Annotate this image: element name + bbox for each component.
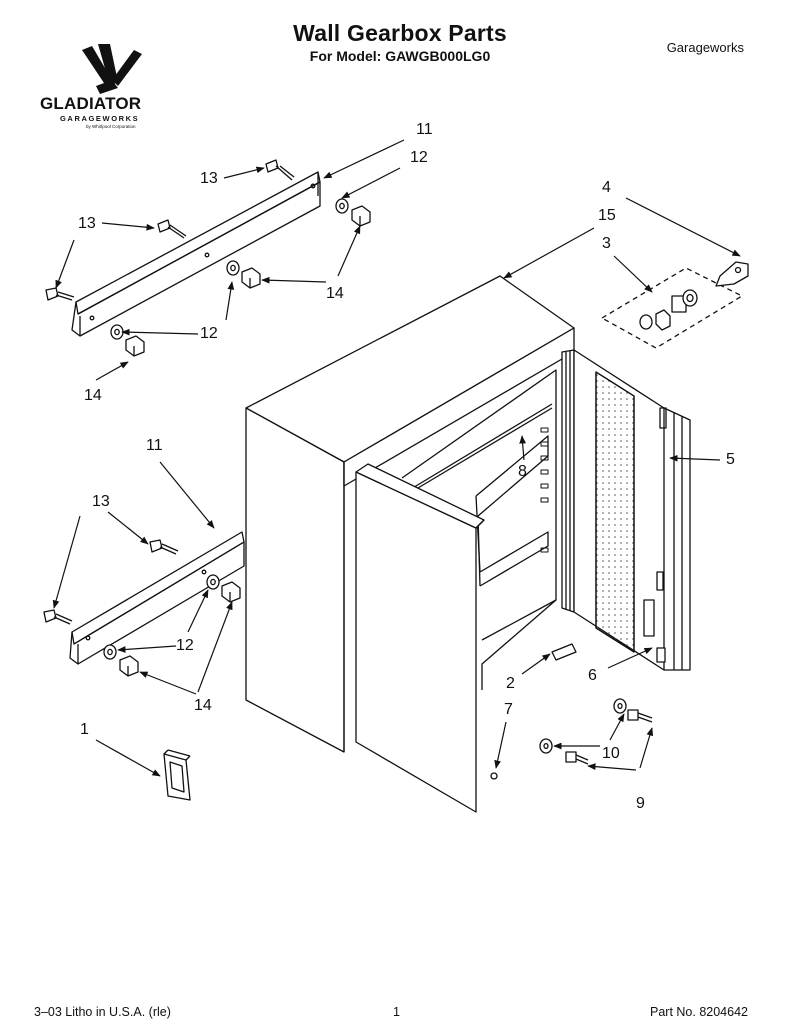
callout-2: 2 — [506, 675, 515, 692]
model-subtitle: For Model: GAWGB000LG0 — [309, 48, 491, 64]
callout-14: 14 — [84, 387, 102, 404]
callout-9: 9 — [636, 795, 645, 812]
callout-4: 4 — [602, 179, 611, 196]
nut-icon — [125, 335, 145, 357]
callout-10: 10 — [602, 745, 620, 762]
left-door — [355, 463, 485, 813]
nut-icon — [351, 205, 371, 227]
footer-litho: 3–03 Litho in U.S.A. (rle) — [34, 1005, 171, 1019]
right-door — [561, 349, 691, 671]
washer-icon — [110, 324, 124, 340]
nut-icon — [221, 581, 241, 603]
page-title: Wall Gearbox Parts — [293, 20, 507, 46]
callout-11: 11 — [416, 121, 433, 138]
callout-3: 3 — [602, 235, 611, 252]
washer-icon — [206, 574, 220, 590]
brand-label: Garageworks — [666, 40, 744, 55]
washer-icon — [103, 644, 117, 660]
lower-mounting-rail — [69, 531, 245, 665]
callout-13: 13 — [92, 493, 110, 510]
callout-1: 1 — [80, 721, 89, 738]
logo-corporate: by Whirlpool Corporation — [86, 124, 136, 129]
callout-11: 11 — [146, 437, 163, 454]
callout-14: 14 — [326, 285, 344, 302]
logo-subtitle: GARAGEWORKS — [60, 114, 140, 123]
callout-12: 12 — [200, 325, 218, 342]
callout-13: 13 — [78, 215, 96, 232]
washer-icon — [226, 260, 240, 276]
hinge-pin-icon — [656, 647, 666, 663]
callout-5: 5 — [726, 451, 735, 468]
callout-7: 7 — [504, 701, 513, 718]
hinge-screw-icon — [565, 751, 589, 765]
mounting-screw-icon — [265, 159, 295, 181]
logo-wordmark: GLADIATOR — [40, 94, 142, 113]
lock-cam-icon — [715, 261, 749, 287]
leveler-icon — [490, 772, 498, 780]
hinge-screw-icon — [627, 709, 653, 723]
mounting-screw-icon — [157, 219, 187, 239]
callout-13: 13 — [200, 170, 218, 187]
footer-part-number: Part No. 8204642 — [650, 1005, 748, 1019]
gladiator-logo-icon — [82, 44, 142, 94]
callout-15: 15 — [598, 207, 616, 224]
callout-6: 6 — [588, 667, 597, 684]
callout-12: 12 — [410, 149, 428, 166]
hinge-washer-icon — [613, 698, 627, 714]
footer-page-number: 1 — [393, 1005, 400, 1019]
hinge-washer-icon — [539, 738, 553, 754]
handle-icon — [163, 749, 191, 801]
callout-12: 12 — [176, 637, 194, 654]
cabinet-body — [245, 275, 575, 753]
upper-mounting-rail — [71, 171, 321, 337]
mounting-screw-icon — [45, 287, 75, 301]
nut-icon — [119, 655, 139, 677]
mounting-screw-icon — [149, 539, 179, 555]
callout-14: 14 — [194, 697, 212, 714]
mounting-screw-icon — [43, 609, 73, 625]
bumper-pad-icon — [551, 643, 577, 661]
lock-assembly-icon — [639, 289, 698, 331]
washer-icon — [335, 198, 349, 214]
nut-icon — [241, 267, 261, 289]
callout-8: 8 — [518, 463, 527, 480]
